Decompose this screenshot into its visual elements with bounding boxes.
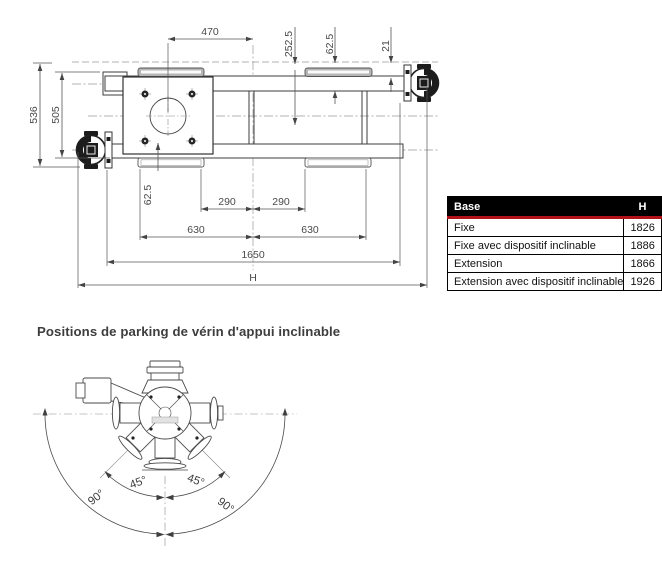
angle-45-left-label: 45° [128,474,148,491]
row-value: 1926 [623,272,662,291]
arc-arrows [42,408,288,538]
dim-630-right-label: 630 [301,224,319,236]
angle-arcs [44,413,286,535]
caster-right [403,64,440,102]
dim-62-5-top-label: 62.5 [324,34,336,55]
spec-table-header-base: Base [447,196,624,219]
support-jack-drawing [75,360,224,471]
spec-table-header-row: Base H [447,196,662,219]
extension-lines [33,43,428,288]
spec-table: Base H Fixe 1826 Fixe avec dispositif in… [446,196,662,291]
dim-62-5-bottom-label: 62.5 [142,185,154,206]
dim-21-label: 21 [380,40,392,52]
dim-536-label: 536 [28,106,40,124]
lift-pad-highlight [308,70,369,74]
lift-pad-lower [137,157,205,168]
dim-290-left-label: 290 [218,196,236,208]
lift-pad-highlight [141,70,201,74]
row-label: Extension [446,254,625,273]
arc-45-left [105,472,162,498]
row-value: 1826 [623,217,662,237]
caster-left [75,131,113,169]
dimension-arrows [37,36,427,288]
top-view-technical-drawing: 470 252.5 62.5 21 536 505 62.5 290 290 6… [28,26,440,288]
dim-252-5-label: 252.5 [283,31,295,57]
dimension-labels: 470 252.5 62.5 21 536 505 62.5 290 290 6… [28,26,392,284]
bolt-details [131,395,199,440]
spec-table-header-h: H [623,196,662,219]
parking-positions-diagram: 45° 45° 90° 90° [33,360,297,547]
table-row: Extension avec dispositif inclinable 192… [446,272,662,291]
dim-630-left-label: 630 [187,224,205,236]
table-row: Fixe 1826 [446,217,662,237]
row-label: Extension avec dispositif inclinable [446,272,625,291]
row-value: 1866 [623,254,662,273]
angle-90-left-label: 90° [86,488,107,508]
dim-1650-label: 1650 [241,249,265,261]
angle-45-right-label: 45° [185,472,205,489]
dim-470-label: 470 [201,26,219,38]
row-label: Fixe avec dispositif inclinable [446,236,625,255]
arc-45-right [168,472,225,498]
table-row: Fixe avec dispositif inclinable 1886 [446,236,662,255]
angle-labels: 45° 45° 90° 90° [86,472,236,516]
lift-pad-lower-inner [307,159,369,166]
nameplate [151,416,179,424]
dim-290-right-label: 290 [272,196,290,208]
lift-pad-lower-inner [140,159,202,166]
arc-90-right [168,413,286,535]
table-row: Extension 1866 [446,254,662,273]
arc-90-left [44,413,162,535]
bolt-holes [139,88,198,147]
dim-H-label: H [249,272,257,284]
dim-505-label: 505 [50,106,62,124]
row-label: Fixe [446,217,625,237]
section-title: Positions de parking de vérin d'appui in… [37,324,341,339]
lift-pad-lower [304,157,372,168]
lift-pads [137,67,373,168]
row-value: 1886 [623,236,662,255]
